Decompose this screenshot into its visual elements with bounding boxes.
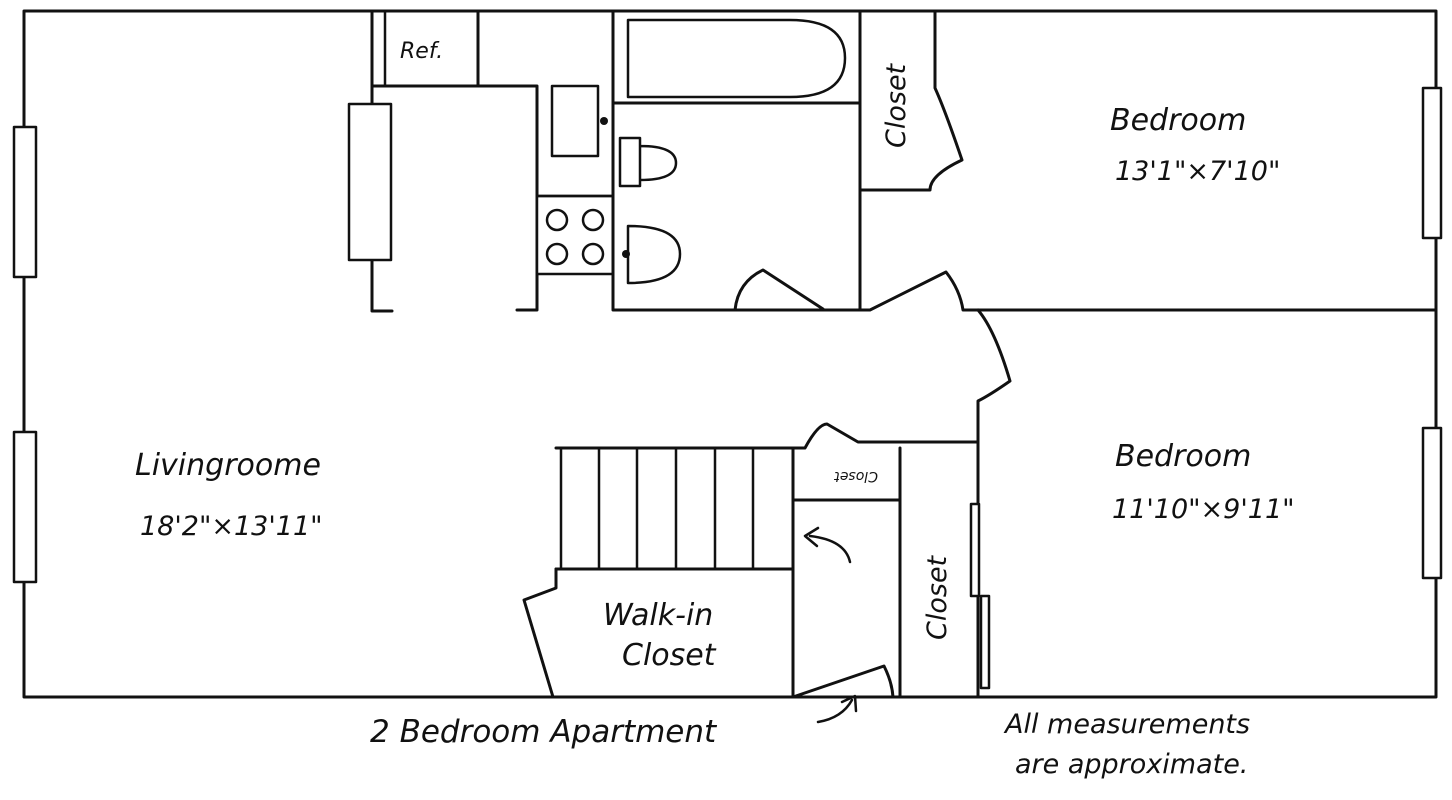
note-line1: All measurements — [1003, 709, 1250, 740]
toilet — [618, 136, 678, 188]
basin-drain — [622, 250, 630, 258]
burner — [581, 242, 605, 266]
sink-drain — [600, 117, 608, 125]
closet-door — [969, 502, 981, 598]
entry-arrow — [816, 694, 858, 724]
bedroom-bottom-size: 11'10"×9'11" — [1112, 494, 1295, 525]
closet-door — [979, 594, 991, 690]
window-left-top — [12, 125, 38, 279]
entry-door — [791, 664, 895, 699]
livingroom-size: 18'2"×13'11" — [140, 511, 323, 542]
burner — [581, 208, 605, 232]
closet-middle-label: Closet — [922, 554, 953, 640]
ref-label: Ref. — [400, 39, 443, 64]
bedroom-bottom-name: Bedroom — [1115, 439, 1251, 474]
walkin-closet-line1: Walk-in — [603, 598, 713, 633]
plan-title: 2 Bedroom Apartment — [370, 714, 718, 750]
kitchen-counter — [347, 102, 393, 262]
stairwell — [554, 446, 795, 571]
bathroom-door — [733, 268, 825, 312]
burner — [545, 208, 569, 232]
bedroom-divider — [976, 308, 1012, 699]
bedroom-top-wall — [858, 270, 1438, 312]
window-left-bottom — [12, 430, 38, 584]
bathtub — [626, 18, 847, 99]
up-arrow — [803, 526, 852, 564]
outer-wall — [22, 9, 1438, 699]
closet-top-label: Closet — [881, 62, 912, 148]
walkin-closet-line2: Closet — [622, 638, 717, 673]
top-closet-wall — [858, 9, 964, 192]
hall-wall — [791, 422, 980, 450]
kitchen-wall — [370, 9, 539, 312]
burner — [545, 242, 569, 266]
window-right-top — [1421, 86, 1443, 240]
note-line2: are approximate. — [1015, 749, 1248, 780]
washbasin — [626, 224, 682, 285]
window-right-bottom — [1421, 426, 1443, 580]
stove — [535, 194, 615, 276]
livingroom-name: Livingroome — [135, 448, 321, 483]
bedroom-top-name: Bedroom — [1110, 103, 1246, 138]
bathroom-sink — [550, 84, 600, 158]
walkin-closet-wall — [522, 567, 558, 699]
bedroom-top-size: 13'1"×7'10" — [1115, 156, 1280, 187]
closet-small-label: Closet — [834, 468, 878, 484]
